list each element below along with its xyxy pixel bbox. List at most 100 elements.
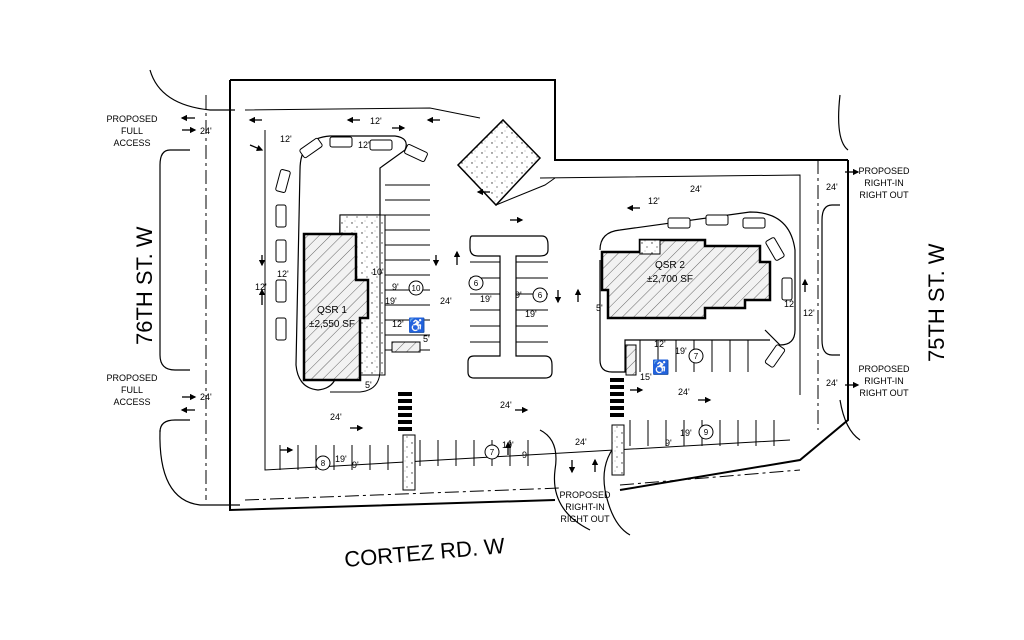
dim-19-e: 19' xyxy=(680,428,692,438)
accessible-icon-qsr1: ♿ xyxy=(408,317,425,334)
qsr1-site xyxy=(295,135,407,393)
dim-19-a: 19' xyxy=(385,296,397,306)
access-east-top: PROPOSED RIGHT-IN RIGHT OUT xyxy=(858,166,910,200)
drive-thru-cars xyxy=(275,136,793,368)
dim-12-e: 12' xyxy=(255,282,267,292)
dim-24-se: 24' xyxy=(826,378,838,388)
svg-text:FULL: FULL xyxy=(121,126,143,136)
dim-24-sw: 24' xyxy=(200,392,212,402)
qsr2-building xyxy=(600,238,772,320)
svg-text:9: 9 xyxy=(704,428,709,437)
dim-12-g: 12' xyxy=(648,196,660,206)
stall-count-9: 9 xyxy=(698,424,714,440)
dim-12-b: 12' xyxy=(370,116,382,126)
svg-text:PROPOSED: PROPOSED xyxy=(858,166,910,176)
dim-12-d: 12' xyxy=(277,269,289,279)
stall-count-10: 10 xyxy=(408,280,424,296)
dim-24-f: 24' xyxy=(330,412,342,422)
svg-text:ACCESS: ACCESS xyxy=(113,397,150,407)
dim-19-f: 19' xyxy=(335,454,347,464)
svg-text:PROPOSED: PROPOSED xyxy=(106,373,158,383)
access-east-bottom: PROPOSED RIGHT-IN RIGHT OUT xyxy=(858,364,910,398)
svg-text:PROPOSED: PROPOSED xyxy=(559,490,611,500)
svg-text:8: 8 xyxy=(321,459,326,468)
dim-12-j: 12' xyxy=(654,339,666,349)
stall-counts: 10 6 6 7 7 8 9 xyxy=(315,275,714,471)
svg-text:PROPOSED: PROPOSED xyxy=(858,364,910,374)
stall-count-8: 8 xyxy=(315,455,331,471)
west-street-curb xyxy=(149,69,240,506)
dumpster-enclosure xyxy=(456,118,556,207)
traffic-arrows xyxy=(180,114,860,474)
dim-9-a: 9' xyxy=(392,282,399,292)
building-labels: QSR 1 ±2,550 SF QSR 2 ±2,700 SF xyxy=(309,260,693,330)
street-south: CORTEZ RD. W xyxy=(343,533,506,572)
right-of-way-lines xyxy=(205,95,819,501)
svg-text:RIGHT OUT: RIGHT OUT xyxy=(560,514,610,524)
access-labels: PROPOSED FULL ACCESS PROPOSED FULL ACCES… xyxy=(106,114,910,524)
svg-text:FULL: FULL xyxy=(121,385,143,395)
qsr2-site xyxy=(599,211,796,373)
street-east: 75TH ST. W xyxy=(924,243,949,362)
dim-9-d: 9' xyxy=(352,460,359,470)
svg-text:RIGHT-IN: RIGHT-IN xyxy=(864,376,904,386)
qsr1-building xyxy=(302,232,370,382)
dim-24-e: 24' xyxy=(678,387,690,397)
svg-text:6: 6 xyxy=(474,279,479,288)
street-west: 76TH ST. W xyxy=(132,226,157,345)
access-west-bottom: PROPOSED FULL ACCESS xyxy=(106,373,158,407)
stalls-center-island-east xyxy=(516,261,548,343)
svg-text:RIGHT-IN: RIGHT-IN xyxy=(864,178,904,188)
parking-stalls xyxy=(279,184,775,470)
stall-count-7a: 7 xyxy=(688,348,704,364)
dim-12-h: 12' xyxy=(784,299,796,309)
dim-24-top: 24' xyxy=(690,184,702,194)
dim-9-b: 9' xyxy=(515,290,522,300)
center-island xyxy=(467,235,553,379)
dim-24-ne: 24' xyxy=(826,182,838,192)
dim-19-c: 19' xyxy=(525,309,537,319)
dim-9-c: 9' xyxy=(665,438,672,448)
qsr2-area: ±2,700 SF xyxy=(647,274,693,285)
dim-24-center: 24' xyxy=(440,296,452,306)
crosswalks xyxy=(398,378,624,431)
qsr1-name: QSR 1 xyxy=(317,305,347,316)
stalls-qsr1-east xyxy=(385,184,430,351)
svg-text:7: 7 xyxy=(490,448,495,457)
dim-9-e: 9' xyxy=(522,450,529,460)
access-south: PROPOSED RIGHT-IN RIGHT OUT xyxy=(559,490,611,524)
stall-count-6a: 6 xyxy=(468,275,484,291)
dim-24-g: 24' xyxy=(500,400,512,410)
svg-text:RIGHT-IN: RIGHT-IN xyxy=(565,502,605,512)
svg-text:ACCESS: ACCESS xyxy=(113,138,150,148)
svg-text:7: 7 xyxy=(694,352,699,361)
dim-12-a: 12' xyxy=(280,134,292,144)
dim-24-nw: 24' xyxy=(200,126,212,136)
dim-12-c: 12' xyxy=(358,140,370,150)
svg-text:6: 6 xyxy=(538,291,543,300)
stall-count-6b: 6 xyxy=(532,287,548,303)
svg-text:RIGHT OUT: RIGHT OUT xyxy=(859,388,909,398)
sidewalks xyxy=(402,424,625,491)
dim-5-a: 5' xyxy=(423,334,430,344)
dim-5-b: 5' xyxy=(365,380,372,390)
dim-19-d: 19' xyxy=(675,346,687,356)
svg-text:10: 10 xyxy=(412,284,421,293)
svg-text:RIGHT OUT: RIGHT OUT xyxy=(859,190,909,200)
dim-12-i: 12' xyxy=(803,308,815,318)
south-street-curb xyxy=(539,429,631,536)
qsr1-area: ±2,550 SF xyxy=(309,319,355,330)
dim-15: 15' xyxy=(640,372,652,382)
svg-text:PROPOSED: PROPOSED xyxy=(106,114,158,124)
dim-5-c: 5' xyxy=(596,303,603,313)
dim-19-b: 19' xyxy=(480,294,492,304)
east-street-curb xyxy=(821,94,861,441)
dim-19-g: 19' xyxy=(502,440,514,450)
qsr2-name: QSR 2 xyxy=(655,260,685,271)
dimension-labels: 24' 24' 24' 24' 12' 12' 12' 12' 12' 10' … xyxy=(200,116,838,470)
access-west-top: PROPOSED FULL ACCESS xyxy=(106,114,158,148)
dim-24-south: 24' xyxy=(575,437,587,447)
accessible-parking: ♿ ♿ xyxy=(391,317,669,376)
dim-10: 10' xyxy=(372,267,384,277)
